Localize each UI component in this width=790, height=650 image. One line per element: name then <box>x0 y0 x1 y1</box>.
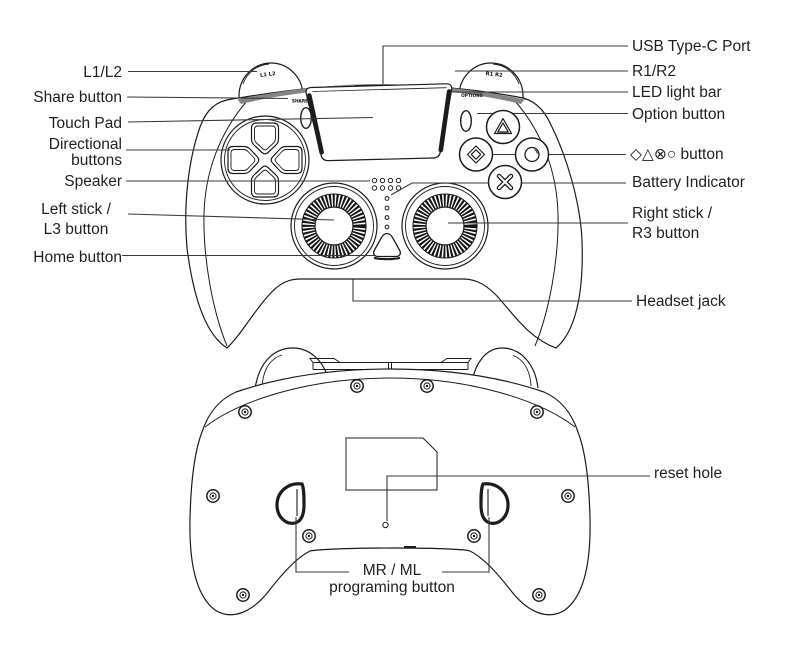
dpad-down-arm <box>250 165 280 198</box>
cross-button-icon <box>487 164 523 200</box>
leader-mr-paddle <box>442 517 490 573</box>
battery-indicator-dots <box>384 196 390 230</box>
left-stick <box>290 182 378 270</box>
right-stick <box>401 182 489 270</box>
circle-button-icon <box>514 137 550 172</box>
ml-paddle-button <box>275 482 306 525</box>
label-shape-buttons: ◇△⊗○ button <box>630 146 724 163</box>
label-headset-jack: Headset jack <box>636 293 726 310</box>
label-mr-ml-programing-button: MR / ML programing button <box>329 562 455 596</box>
dpad-up-arm <box>250 122 280 155</box>
dpad-right-arm <box>270 145 303 175</box>
label-home-button: Home button <box>33 249 122 266</box>
share-text: SHARE <box>292 99 308 105</box>
label-share-button: Share button <box>33 89 122 106</box>
options-button-shape <box>460 109 473 132</box>
face-buttons <box>458 109 550 200</box>
label-r1-r2: R1/R2 <box>632 63 676 80</box>
back-top-bar <box>309 358 472 370</box>
reset-hole-shape <box>382 521 389 529</box>
diamond-button-icon <box>458 137 494 172</box>
leader-battery <box>390 182 626 196</box>
share-button-shape <box>300 106 313 129</box>
leader-touchpad <box>127 116 374 123</box>
leader-reset-hole <box>386 475 650 521</box>
label-led-light-bar: LED light bar <box>632 84 722 101</box>
triangle-button-icon <box>485 109 521 145</box>
left-shoulder-text: L1 L2 <box>260 71 277 79</box>
label-battery-indicator: Battery Indicator <box>632 174 745 191</box>
label-right-stick: Right stick / R3 button <box>632 205 713 242</box>
label-speaker: Speaker <box>64 173 122 190</box>
label-touch-pad: Touch Pad <box>48 115 122 132</box>
leader-left-stick <box>127 213 335 221</box>
label-recess <box>345 437 438 491</box>
label-left-stick: Left stick / L3 button <box>41 201 111 238</box>
leader-lines-back <box>295 475 650 573</box>
right-shoulder-text: R1 R2 <box>485 71 503 79</box>
controller-back <box>189 347 591 616</box>
home-button-shape <box>373 232 401 261</box>
label-directional-buttons: Directional buttons <box>48 136 122 169</box>
leader-headset <box>352 279 632 302</box>
leader-ml-paddle <box>295 517 349 573</box>
label-reset-hole: reset hole <box>654 465 723 482</box>
dpad-left-arm <box>227 145 260 175</box>
left-seam-line <box>203 100 248 347</box>
screws <box>206 379 575 602</box>
touch-pad <box>305 83 453 162</box>
label-usb-type-c-port: USB Type-C Port <box>632 38 751 55</box>
back-shell-outline <box>189 368 591 616</box>
leader-share <box>126 96 289 100</box>
controller-front: L1 L2 R1 R2 SHARE OPTIONS <box>185 62 583 349</box>
right-seam-line <box>514 100 559 347</box>
mr-paddle-button <box>479 482 510 525</box>
leader-lines-front <box>122 45 632 302</box>
back-rim-line <box>204 377 576 428</box>
leader-usb <box>382 45 628 84</box>
label-option-button: Option button <box>632 106 726 123</box>
options-text: OPTIONS <box>461 93 483 99</box>
label-l1-l2: L1/L2 <box>83 64 122 81</box>
